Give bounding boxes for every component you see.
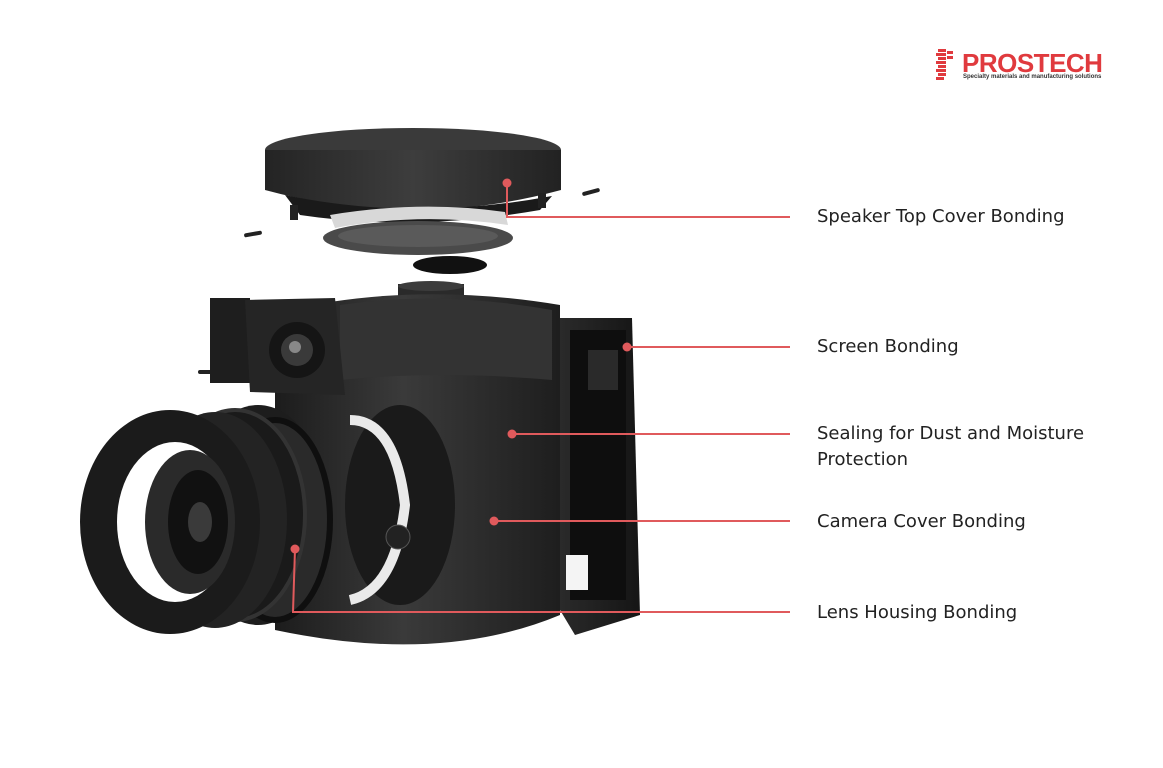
callout-speaker-top-cover-bonding: Speaker Top Cover Bonding [817, 206, 1065, 227]
callout-sealing-dust-moisture: Sealing for Dust and Moisture Protection [817, 423, 1085, 470]
prostech-logo: PROSTECH Specialty materials and manufac… [936, 48, 1106, 84]
main-body [275, 281, 560, 645]
callout-lens-housing-bonding: Lens Housing Bonding [817, 602, 1018, 623]
brand-tagline: Specialty materials and manufacturing so… [963, 74, 1102, 80]
leader-camera-cover-dot [489, 516, 499, 526]
prostech-logo-mark-icon [936, 49, 953, 80]
callout-screen-bonding: Screen Bonding [817, 336, 959, 357]
brand-name: PROSTECH [962, 48, 1103, 78]
leader-speaker-top-cover-dot [502, 178, 512, 188]
leader-lens-housing-line [291, 548, 790, 613]
callout-camera-cover-bonding: Camera Cover Bonding [817, 511, 1026, 532]
leader-lens-housing-dot [290, 544, 300, 554]
leader-screen-dot [622, 342, 632, 352]
rubber-ring [413, 256, 487, 274]
lens-assembly [80, 405, 333, 634]
adhesive-layer [330, 206, 508, 228]
leader-speaker-top-cover-line [506, 183, 790, 218]
leader-sealing-dot [507, 429, 517, 439]
screen-panel [560, 318, 640, 635]
side-speaker-module [210, 298, 345, 395]
